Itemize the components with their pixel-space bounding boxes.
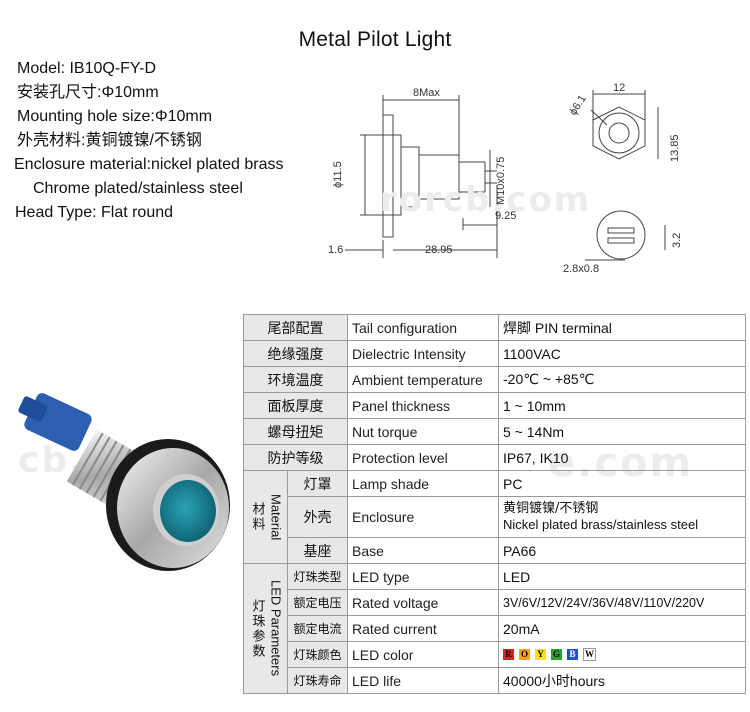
- led-color-swatch: R: [503, 649, 514, 660]
- row-label-zh: 灯珠寿命: [287, 667, 348, 694]
- row-label-en: Enclosure: [347, 496, 499, 538]
- row-value: 5 ~ 14Nm: [498, 418, 746, 445]
- row-value: -20℃ ~ +85℃: [498, 366, 746, 393]
- table-row: 环境温度 Ambient temperature -20℃ ~ +85℃: [243, 366, 746, 393]
- dim-28-95: 28.95: [425, 244, 453, 256]
- table-row: 防护等级 Protection level IP67, IK10: [243, 444, 746, 471]
- row-value: PC: [498, 470, 746, 497]
- dim-2-8x0-8: 2.8x0.8: [563, 263, 599, 275]
- row-label-zh: 面板厚度: [243, 392, 348, 419]
- spec-hole-size: Mounting hole size:Φ10mm: [17, 108, 213, 125]
- row-label-en: Ambient temperature: [347, 366, 499, 393]
- row-label-zh: 尾部配置: [243, 314, 348, 341]
- row-value: 40000小时hours: [498, 667, 746, 694]
- row-label-zh: 灯珠颜色: [287, 641, 348, 668]
- led-color-swatch: W: [583, 648, 596, 661]
- row-label-en: Tail configuration: [347, 314, 499, 341]
- spec-head-type: Head Type: Flat round: [15, 204, 174, 221]
- dim-13-85: 13.85: [669, 134, 681, 162]
- row-label-en: Rated current: [347, 615, 499, 642]
- row-label-en: Lamp shade: [347, 470, 499, 497]
- watermark: rorcb.com: [380, 180, 592, 220]
- group-label-zh: 灯珠参数: [249, 598, 265, 659]
- row-label-zh: 防护等级: [243, 444, 348, 471]
- group-label-zh: 材料: [249, 502, 265, 532]
- spec-table: 尾部配置 Tail configuration 焊脚 PIN terminal …: [243, 314, 746, 694]
- dim-phi-11-5: ϕ11.5: [332, 161, 344, 188]
- row-label-en: Dielectric Intensity: [347, 340, 499, 367]
- row-label-zh: 环境温度: [243, 366, 348, 393]
- group-label-en: LED Parameters: [268, 580, 284, 677]
- row-value: PA66: [498, 537, 746, 564]
- dim-8max: 8Max: [413, 87, 440, 99]
- spec-material: Enclosure material:nickel plated brass: [14, 156, 284, 173]
- table-row: 灯珠参数 LED Parameters 灯珠类型 LED type LED: [243, 563, 746, 694]
- table-row: 外壳 Enclosure 黄铜镀镍/不锈钢 Nickel plated bras…: [244, 496, 746, 538]
- table-row: 螺母扭矩 Nut torque 5 ~ 14Nm: [243, 418, 746, 445]
- row-label-en: LED life: [347, 667, 499, 694]
- row-value: 1 ~ 10mm: [498, 392, 746, 419]
- led-color-swatch: B: [567, 649, 578, 660]
- dim-m10: M10x0.75: [495, 157, 507, 205]
- row-value: 焊脚 PIN terminal: [498, 314, 746, 341]
- table-row: 材料 Material 灯罩 Lamp shade PC: [243, 470, 746, 564]
- dimension-drawing: 8Max 12 ϕ6.1 ϕ11.5 M10x0.75 13.85 9.25 1…: [328, 82, 683, 275]
- row-value: 黄铜镀镍/不锈钢 Nickel plated brass/stainless s…: [498, 496, 746, 538]
- row-label-zh: 绝缘强度: [243, 340, 348, 367]
- led-color-swatch: G: [551, 649, 562, 660]
- led-color-swatch: Y: [535, 649, 546, 660]
- table-row: 绝缘强度 Dielectric Intensity 1100VAC: [243, 340, 746, 367]
- led-color-swatch: O: [519, 649, 530, 660]
- table-row: 额定电压 Rated voltage 3V/6V/12V/24V/36V/48V…: [244, 589, 746, 616]
- row-label-en: Base: [347, 537, 499, 564]
- group-label-en: Material: [268, 493, 284, 541]
- dim-1-6: 1.6: [328, 244, 343, 256]
- row-value: 3V/6V/12V/24V/36V/48V/110V/220V: [498, 589, 746, 616]
- row-label-zh: 灯罩: [287, 470, 348, 497]
- spec-hole-size-zh: 安装孔尺寸:Φ10mm: [17, 84, 159, 101]
- enclosure-value-en: Nickel plated brass/stainless steel: [503, 517, 699, 532]
- row-label-zh: 螺母扭矩: [243, 418, 348, 445]
- product-photo: [18, 393, 230, 571]
- row-value: IP67, IK10: [498, 444, 746, 471]
- table-row: 额定电流 Rated current 20mA: [244, 615, 746, 642]
- enclosure-value-zh: 黄铜镀镍/不锈钢: [503, 501, 599, 516]
- row-label-en: Protection level: [347, 444, 499, 471]
- led-group-label: 灯珠参数 LED Parameters: [243, 563, 288, 694]
- table-row: 面板厚度 Panel thickness 1 ~ 10mm: [243, 392, 746, 419]
- dim-12: 12: [613, 82, 625, 94]
- row-label-zh: 额定电压: [287, 589, 348, 616]
- row-value: LED: [498, 563, 746, 590]
- table-row: 尾部配置 Tail configuration 焊脚 PIN terminal: [243, 314, 746, 341]
- table-row: 灯珠寿命 LED life 40000小时hours: [244, 667, 746, 694]
- row-label-zh: 外壳: [287, 496, 348, 538]
- row-label-en: LED type: [347, 563, 499, 590]
- row-value: 1100VAC: [498, 340, 746, 367]
- row-label-en: Rated voltage: [347, 589, 499, 616]
- row-value: 20mA: [498, 615, 746, 642]
- row-label-zh: 额定电流: [287, 615, 348, 642]
- row-label-zh: 基座: [287, 537, 348, 564]
- spec-material-zh: 外壳材料:黄铜镀镍/不锈钢: [17, 132, 202, 149]
- table-row: 基座 Base PA66: [244, 537, 746, 564]
- dim-3-2: 3.2: [671, 233, 683, 248]
- page-title: Metal Pilot Light: [298, 28, 452, 51]
- spec-material-alt: Chrome plated/stainless steel: [33, 180, 243, 197]
- dim-phi-6-1: ϕ6.1: [567, 93, 589, 118]
- row-label-en: LED color: [347, 641, 499, 668]
- row-label-en: Panel thickness: [347, 392, 499, 419]
- material-group-label: 材料 Material: [243, 470, 288, 564]
- dim-9-25: 9.25: [495, 210, 516, 222]
- row-label-en: Nut torque: [347, 418, 499, 445]
- spec-model: Model: IB10Q-FY-D: [17, 60, 157, 77]
- row-label-zh: 灯珠类型: [287, 563, 348, 590]
